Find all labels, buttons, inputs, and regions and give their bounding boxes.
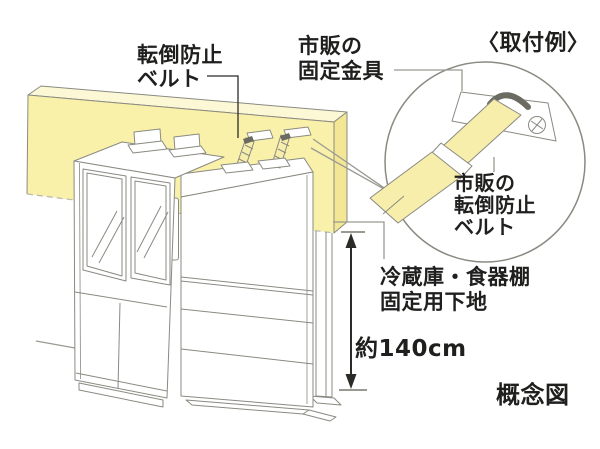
label-installation-example-title: 〈取付例〉 [477,31,590,56]
cupboard-bracket-right-base [168,145,207,158]
label-anti-tip-belt-line2: ベルト [137,67,202,91]
measure-ticks [339,231,367,391]
callout-belt-fold-line [382,195,405,215]
wall-end-face [333,111,348,234]
cupboard-glass-door-right [130,176,171,286]
fixing-base-strip [309,231,342,406]
cupboard-glass-door-left-inner [86,172,123,277]
label-fixing-base-line2: 固定用下地 [380,290,488,314]
cupboard [73,141,225,408]
cupboard-doors-bottom-line [75,372,168,392]
label-callout-belt-line2: 転倒防止 [454,193,536,217]
glass-shine-lines [91,205,169,264]
callout-wedge-leader [310,138,394,195]
wall-bracket-left-slot [243,136,254,144]
fixing-strip-lines [315,231,333,398]
label-fixing-bracket-line2: 固定金具 [298,59,384,83]
belt-label-leader [207,75,239,138]
label-anti-tip-belt-line1: 転倒防止 [137,43,223,67]
bracket-label-leader [394,69,463,91]
height-measure-arrow [339,231,367,391]
cupboard-glass-door-right-inner [134,180,167,281]
refrigerator-front-face [180,171,314,408]
cupboard-bracket-left-base [127,140,168,154]
fixing-strip-foot [309,395,342,406]
cupboard-lower-door-split [117,302,121,390]
belt-left-foot-plate [220,161,254,174]
label-height-value: 約140cm [355,335,467,362]
belt-right-foot-plate [257,157,291,170]
refrigerator [169,157,337,422]
floor-line [35,340,76,349]
cupboard-drawer-line [74,291,168,308]
label-caption-conceptual: 概念図 [496,381,570,409]
measure-arrowhead-bottom [345,374,357,389]
cupboard-base [78,382,164,408]
anti-tip-belt-right [257,126,312,170]
cupboard-side-line [79,162,81,380]
label-callout-belt-line3: ベルト [454,215,516,239]
cupboard-brackets [127,128,207,158]
label-fixing-base-line1: 冷蔵庫・食器棚 [380,265,531,289]
refrigerator-base-foot [302,409,337,422]
callout-circle [369,61,586,263]
wall-edges [26,94,335,233]
label-callout-belt-line1: 市販の [454,171,516,195]
base-label-leader [333,221,385,259]
callout-screw-cross [530,118,544,132]
refrigerator-drawer-lines [180,276,314,365]
label-fixing-bracket-line1: 市販の [298,34,363,58]
anti-tip-belt-left [220,129,274,174]
measure-arrowhead-top [345,233,357,248]
wall-bracket-right-slot [280,133,291,141]
callout-belt-buckle [429,142,473,180]
